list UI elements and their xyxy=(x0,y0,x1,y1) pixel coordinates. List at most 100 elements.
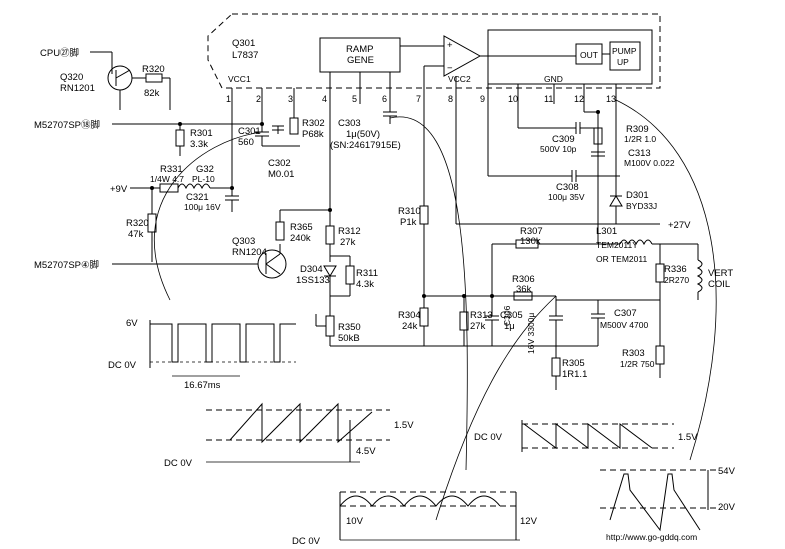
pin-5: 5 xyxy=(352,94,357,104)
cpu-signal-label: CPU㉗脚 xyxy=(40,48,79,59)
r303-resistor xyxy=(655,345,665,365)
pump-label-2: UP xyxy=(617,57,629,67)
vertical-coil xyxy=(696,259,703,293)
ramp-label-1: RAMP xyxy=(346,44,373,55)
gnd-label: GND xyxy=(544,74,563,84)
r313-value: 27k xyxy=(470,321,486,332)
r350-ref: R350 xyxy=(338,322,361,333)
waveform-2: 1.5V 4.5V DC 0V xyxy=(164,402,414,469)
c321-ref: C321 xyxy=(186,192,209,203)
c308-ref: C308 xyxy=(556,182,579,193)
d304-ref: D304 xyxy=(300,264,323,275)
c313-value: M100V 0.022 xyxy=(624,158,675,168)
plus27v-label: +27V xyxy=(668,220,691,231)
r312-value: 27k xyxy=(340,237,356,248)
w5-top: 54V xyxy=(718,466,736,477)
q320-value: RN1201 xyxy=(60,83,95,94)
ic-part: L7837 xyxy=(232,50,258,61)
r309-ref: R309 xyxy=(626,124,649,135)
waveform-5: 54V 20V xyxy=(600,466,736,532)
pin-8: 8 xyxy=(448,94,453,104)
r301-resistor xyxy=(175,129,185,147)
w1-dc: DC 0V xyxy=(108,360,137,371)
r305-ref: R305 xyxy=(562,358,585,369)
r336-resistor xyxy=(655,263,665,283)
pump-label-1: PUMP xyxy=(612,46,637,56)
pin-4: 4 xyxy=(322,94,327,104)
r320-ref: R320 xyxy=(142,64,165,75)
w3-dc: DC 0V xyxy=(292,536,321,547)
r306-ref: R306 xyxy=(512,274,535,285)
c302-value: M0.01 xyxy=(268,169,294,180)
r365-value: 240k xyxy=(290,233,311,244)
r304-ref: R304 xyxy=(398,310,421,321)
w1-period: 16.67ms xyxy=(184,380,221,391)
c303-value: 1μ(50V) xyxy=(346,129,380,140)
l301-value: TEM2011Y xyxy=(596,240,638,250)
c307-value: M500V 4700 xyxy=(600,320,648,330)
r310-resistor xyxy=(419,205,429,225)
r311-value: 4.3k xyxy=(356,279,374,290)
waveform-4: 1.5V DC 0V xyxy=(474,420,698,452)
pin-12: 12 xyxy=(574,94,584,104)
probe-curve-2 xyxy=(389,116,468,471)
c302-ref: C302 xyxy=(268,158,291,169)
c305-ref: C305 xyxy=(500,310,523,321)
c306-ref: C306 xyxy=(502,305,512,326)
coil-label-1: VERT xyxy=(708,268,733,279)
w4-dc: DC 0V xyxy=(474,432,503,443)
probe-curve-1 xyxy=(153,131,263,301)
r304-resistor xyxy=(419,307,429,327)
pump-up-block xyxy=(609,41,641,71)
g32-value: PL-10 xyxy=(192,174,215,184)
plus9v-label: +9V xyxy=(110,184,128,195)
pin-10: 10 xyxy=(508,94,518,104)
w3-lo: 10V xyxy=(346,516,364,527)
r312-ref: R312 xyxy=(338,226,361,237)
pin-3: 3 xyxy=(288,94,293,104)
w2-level: 4.5V xyxy=(356,446,376,457)
r365-resistor xyxy=(275,221,285,241)
r307-ref: R307 xyxy=(520,226,543,237)
r305-resistor xyxy=(551,357,561,377)
coil-label-2: COIL xyxy=(708,279,730,290)
ic-ref: Q301 xyxy=(232,38,255,49)
r313-ref: R313 xyxy=(470,310,493,321)
pin-1: 1 xyxy=(226,94,231,104)
r365-ref: R365 xyxy=(290,222,313,233)
ic-pin-leads xyxy=(231,65,617,104)
waveform-1: 6V DC 0V 16.67ms xyxy=(108,318,296,391)
op-amp xyxy=(443,35,482,77)
r310-value: P1k xyxy=(400,217,417,228)
pin-2: 2 xyxy=(256,94,261,104)
r312-resistor xyxy=(325,225,335,245)
watermark: http://www.go-gddq.com xyxy=(606,532,697,542)
ramp-label-2: GENE xyxy=(347,55,374,66)
op-plus: + xyxy=(447,40,453,51)
d301-diode xyxy=(609,195,623,207)
d301-ref: D301 xyxy=(626,190,649,201)
ic-pin-numbers: 1 2 3 4 5 6 7 8 9 10 11 12 13 xyxy=(226,94,616,104)
r320-resistor xyxy=(145,73,163,83)
c307-ref: C307 xyxy=(614,308,637,319)
r304-value: 24k xyxy=(402,321,418,332)
d301-value: BYD33J xyxy=(626,201,657,211)
r320b-value: 47k xyxy=(128,229,144,240)
r350-potentiometer xyxy=(325,315,335,337)
output-stage-block xyxy=(487,29,653,85)
c308-value: 100μ 35V xyxy=(548,192,585,202)
c309-ref: C309 xyxy=(552,134,575,145)
d304-diode xyxy=(323,265,337,277)
w3-hi: 12V xyxy=(520,516,538,527)
op-minus: − xyxy=(447,63,453,74)
r320b-ref: R320 xyxy=(126,218,149,229)
vcc1-label: VCC1 xyxy=(228,74,251,84)
g32-ref: G32 xyxy=(196,164,214,175)
r305-value: 1R1.1 xyxy=(562,369,587,380)
r336-value: 2R270 xyxy=(664,275,689,285)
r309-value: 1/2R 1.0 xyxy=(624,134,656,144)
r301-ref: R301 xyxy=(190,128,213,139)
c303-note: (SN:24617915E) xyxy=(330,140,401,151)
r301-value: 3.3k xyxy=(190,139,208,150)
